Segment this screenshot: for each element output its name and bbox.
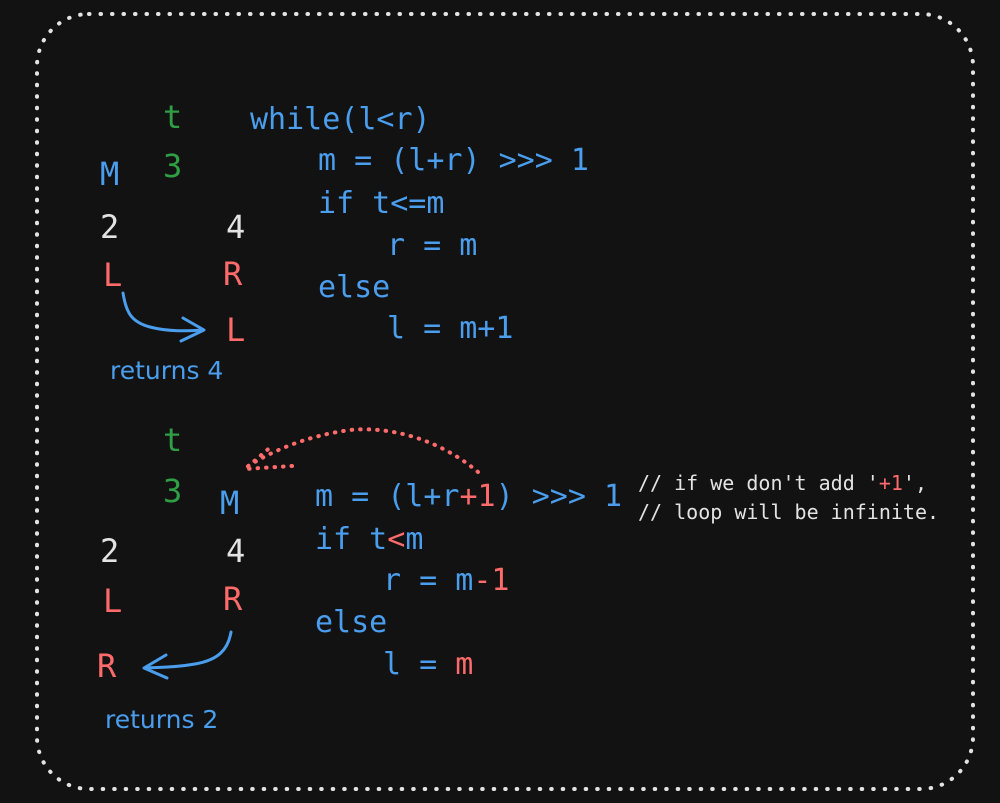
left-move-arrow-shaft	[121, 291, 205, 333]
code-text: ) >>> 1	[495, 479, 623, 514]
comment-line: // if we don't add '+1',	[638, 471, 927, 495]
left-move-arrow-head	[179, 316, 206, 343]
code-line-assign-r: r = m	[387, 228, 478, 263]
code-text: if t	[315, 522, 388, 557]
comment-text: // if we don't add '	[638, 471, 879, 495]
code-highlight: +1	[459, 479, 496, 514]
result-label: returns 4	[110, 356, 224, 385]
right-move-arrow-shaft	[143, 630, 233, 670]
target-value: 3	[163, 147, 183, 185]
left-value: 2	[100, 208, 120, 246]
code-line-if: if t<m	[315, 522, 423, 558]
code-line-mid: m = (l+r) >>> 1	[318, 143, 589, 178]
plus-one-pointer-head	[243, 443, 294, 471]
plus-one-pointer-shaft	[243, 427, 480, 474]
left-marker: L	[103, 256, 123, 294]
right-value: 4	[226, 532, 246, 570]
code-line-else: else	[318, 270, 391, 305]
plus-one-pointer-arrow	[243, 427, 480, 474]
code-text: else	[315, 605, 388, 640]
target-value: 3	[163, 472, 183, 510]
code-line-else: else	[315, 605, 387, 641]
left-marker: L	[103, 582, 123, 620]
right-marker: R	[223, 255, 243, 293]
mid-marker: M	[220, 484, 240, 522]
left-move-arrow	[121, 291, 206, 343]
code-highlight: -1	[473, 563, 510, 598]
code-text: m = (l+r	[315, 479, 460, 514]
right-value: 4	[226, 208, 246, 246]
code-text: m	[405, 522, 424, 557]
code-highlight: <	[387, 522, 406, 557]
comment-text: ',	[902, 471, 928, 495]
mid-marker: M	[100, 155, 120, 193]
code-line-if: if t<=m	[318, 186, 445, 221]
code-line-assign-l: l = m+1	[387, 311, 514, 346]
left-value: 2	[100, 532, 120, 570]
right-move-arrow	[142, 630, 233, 680]
comment-line: // loop will be infinite.	[638, 500, 939, 524]
comment-highlight: +1	[878, 471, 903, 495]
target-label: t	[163, 98, 183, 136]
dotted-frame	[35, 12, 975, 791]
code-line-while: while(l<r)	[250, 102, 431, 137]
code-text: l =	[383, 647, 456, 682]
code-text: r = m	[383, 563, 474, 598]
code-line-assign-l: l = m	[383, 647, 473, 683]
right-move-arrow-head	[142, 653, 169, 680]
code-highlight: m	[455, 647, 474, 682]
right-marker: R	[223, 580, 243, 618]
code-line-mid: m = (l+r+1) >>> 1	[315, 479, 622, 515]
target-label: t	[163, 421, 183, 459]
code-line-assign-r: r = m-1	[383, 563, 509, 599]
moved-right-marker: R	[97, 647, 117, 685]
result-label: returns 2	[105, 705, 219, 734]
comment-text: // loop will be infinite.	[638, 500, 940, 524]
moved-left-marker: L	[226, 311, 246, 349]
